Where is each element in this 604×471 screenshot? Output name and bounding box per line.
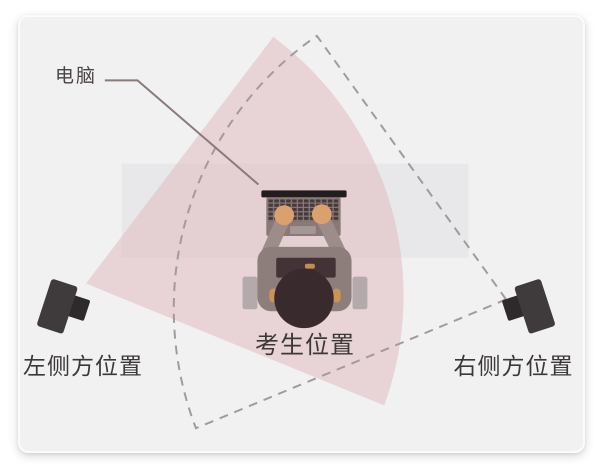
right-camera-fov-dashed — [172, 34, 508, 430]
right-camera-body — [514, 279, 555, 334]
computer-leader-line — [104, 79, 260, 186]
right-camera-icon — [502, 279, 555, 334]
examinee-position-label: 考生位置 — [255, 332, 355, 359]
person-head — [274, 268, 334, 329]
scene-canvas — [37, 34, 555, 430]
chair-left-armrest — [242, 276, 258, 310]
left-camera-position-label: 左侧方位置 — [23, 353, 143, 379]
laptop-touchpad — [290, 226, 316, 234]
chair-right-armrest — [352, 276, 368, 310]
person-right-hand — [311, 204, 332, 225]
person-icon — [242, 204, 368, 329]
right-camera-position-label: 右侧方位置 — [453, 353, 574, 379]
left-camera-body — [37, 279, 78, 334]
person-left-hand — [274, 205, 295, 226]
laptop-screen-edge — [261, 190, 347, 198]
diagram-card: 电脑 考生位置 左侧方位置 右侧方位置 — [18, 15, 585, 453]
person-right-ear — [332, 288, 341, 303]
collar-clip — [304, 263, 315, 269]
computer-label: 电脑 — [55, 66, 98, 87]
left-camera-icon — [37, 279, 90, 334]
